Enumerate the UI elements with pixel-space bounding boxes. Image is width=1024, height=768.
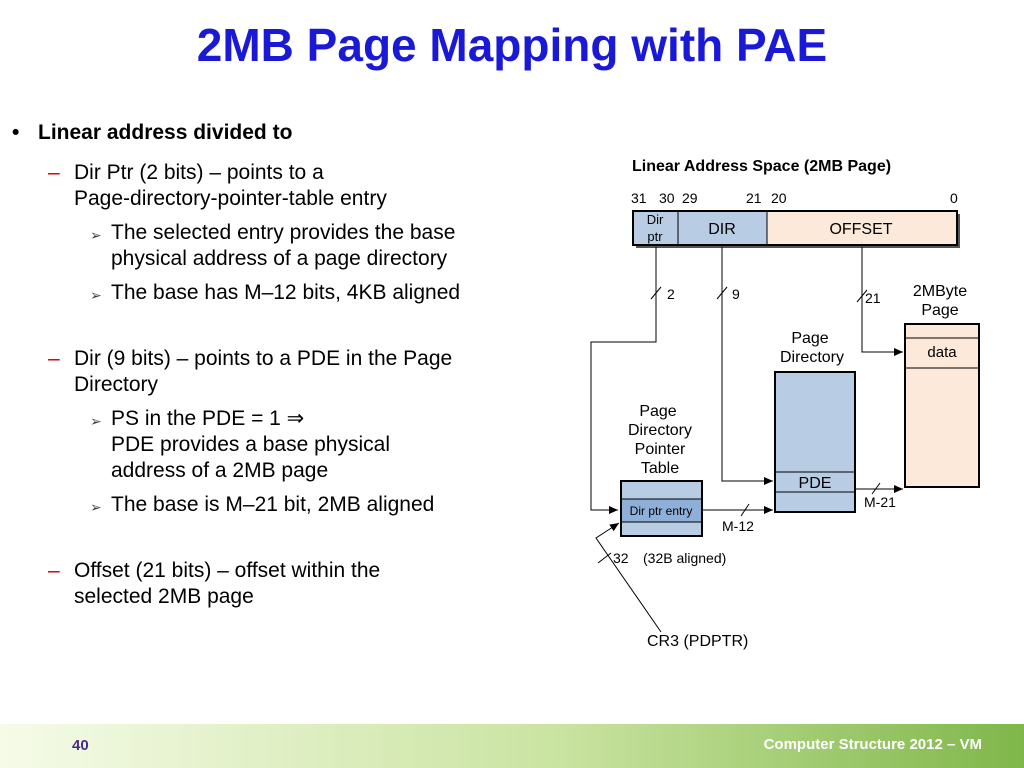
page-number: 40 — [72, 737, 89, 754]
bit-30: 30 — [659, 190, 675, 206]
linear-address-box — [632, 210, 960, 248]
slash-mark — [740, 503, 750, 517]
dir-width: 9 — [732, 286, 740, 302]
dir-connector — [721, 247, 773, 485]
bullet-text: Offset (21 bits) – offset within the — [74, 559, 381, 582]
arrow-bullet-icon: ➢ — [90, 287, 102, 303]
page-entry: data — [927, 344, 957, 361]
address-diagram: Linear Address Space (2MB Page) 31 30 29… — [590, 158, 980, 650]
arrow-bullet-icon: ➢ — [90, 499, 102, 515]
pde-entry: PDE — [799, 475, 832, 492]
slash-mark — [856, 289, 868, 303]
slash-mark — [871, 482, 881, 495]
bullet-dirptr: –Dir Ptr (2 bits) – points to a Page-dire… — [12, 160, 572, 212]
bullet-text: PS in the PDE = 1 ⇒ — [111, 407, 305, 430]
pd-label: Page — [791, 330, 828, 347]
diagram-title: Linear Address Space (2MB Page) — [632, 158, 891, 175]
bullet-text: PDE provides a base physical — [111, 433, 390, 456]
bit-20: 20 — [771, 190, 787, 206]
slash-mark — [597, 552, 612, 564]
dash-icon: – — [48, 161, 60, 184]
dirptr-connector — [590, 247, 657, 514]
page-label: 2MByte — [913, 283, 967, 300]
pdpt-label: Pointer — [635, 441, 686, 458]
bullet-main: • Linear address divided to — [12, 120, 572, 146]
bullet-text: The base has M–12 bits, 4KB aligned — [111, 281, 461, 304]
bullet-text: Dir (9 bits) – points to a PDE in the Pa… — [74, 347, 453, 370]
dash-icon: – — [48, 347, 60, 370]
bullet-text: Dir Ptr (2 bits) – points to a — [74, 161, 324, 184]
cr3-width: 32 — [613, 550, 629, 566]
dash-icon: – — [48, 559, 60, 582]
field-dirptr-label: Dir — [647, 212, 664, 227]
pdpt-label: Table — [641, 460, 679, 477]
cr3-label: CR3 (PDPTR) — [647, 633, 748, 650]
bullet-dot-icon: • — [12, 121, 20, 144]
bullet-text: The selected entry provides the base — [111, 221, 456, 244]
page-label: Page — [921, 302, 958, 319]
bullet-text: Directory — [74, 373, 159, 396]
bit-29: 29 — [682, 190, 698, 206]
offset-connector — [861, 247, 903, 356]
arrow-bullet-icon: ➢ — [90, 227, 102, 243]
bullet-text: physical address of a page directory — [111, 247, 448, 270]
pd-label: Directory — [780, 349, 844, 366]
dirptr-width: 2 — [667, 286, 675, 302]
bullet-text: selected 2MB page — [74, 585, 254, 608]
slide-title: 2MB Page Mapping with PAE — [196, 19, 828, 71]
footer-course: Computer Structure 2012 – VM — [763, 736, 982, 753]
slash-mark — [716, 286, 728, 300]
page-box — [904, 323, 980, 488]
cr3-connector — [595, 522, 662, 633]
offset-width: 21 — [865, 290, 881, 306]
sub-bullet: ➢ The selected entry provides the base phy… — [12, 220, 572, 272]
bullet-text: The base is M–21 bit, 2MB aligned — [111, 493, 435, 516]
slash-mark — [650, 286, 662, 300]
field-dirptr-label: ptr — [647, 229, 663, 244]
sub-bullet: ➢ The base has M–12 bits, 4KB aligned — [12, 280, 572, 306]
sub-bullet: ➢ PS in the PDE = 1 ⇒ PDE provides a base … — [12, 406, 572, 484]
field-dir-label: DIR — [708, 221, 736, 238]
pdpt-entry: Dir ptr entry — [630, 504, 693, 518]
bullet-dir: –Dir (9 bits) – points to a PDE in the P… — [12, 346, 572, 398]
bit-31: 31 — [631, 190, 647, 206]
arrow-bullet-icon: ➢ — [90, 413, 102, 429]
bullet-list: •Linear address divided to –Dir Ptr (2 b… — [12, 120, 572, 610]
bit-0: 0 — [950, 190, 958, 206]
pdpt-label: Directory — [628, 422, 692, 439]
bullet-offset: –Offset (21 bits) – offset within the sel… — [12, 558, 572, 610]
bit-21: 21 — [746, 190, 762, 206]
footer-bar: 40 Computer Structure 2012 – VM — [0, 724, 1024, 768]
field-offset-label: OFFSET — [829, 221, 892, 238]
bullet-text: address of a 2MB page — [111, 459, 329, 482]
sub-bullet: ➢ The base is M–21 bit, 2MB aligned — [12, 492, 572, 518]
pdpt-label: Page — [639, 403, 676, 420]
bullet-text: Page-directory-pointer-table entry — [74, 187, 387, 210]
cr3-align: (32B aligned) — [643, 550, 726, 566]
pdpt-width: M-12 — [722, 518, 754, 534]
bullet-main-text: Linear address divided to — [38, 121, 293, 144]
pdpt-box — [620, 480, 703, 537]
pd-width: M-21 — [864, 494, 896, 510]
pd-box — [774, 371, 856, 513]
